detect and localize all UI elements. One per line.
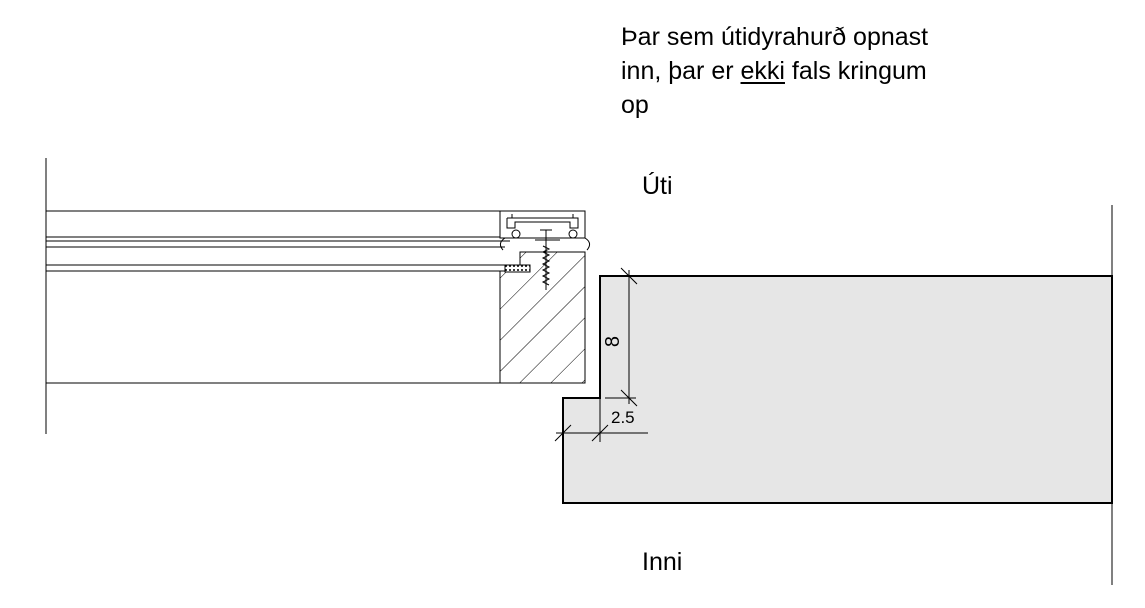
screw [541,230,551,290]
outside-label: Úti [642,172,673,200]
inside-label: Inni [642,548,683,576]
door-note-line3: op [621,91,649,119]
rebate-width-dimension: 2.5 [611,408,635,427]
door-leaf [46,210,510,384]
door-note: Þar sem útidyrahurð opnast inn, þar er e… [621,20,1041,122]
door-note-line2-end: fals kringum [784,57,927,85]
dimension-width [554,398,648,442]
dimension-depth [600,267,638,407]
door-note-line1: Þar sem útidyrahurð opnast [621,23,929,51]
seal-strip [504,264,531,273]
rebate-depth-dimension: 8 [602,335,625,348]
aluminium-profile [499,210,591,251]
timber-frame [499,251,586,384]
wall-section [562,275,1113,504]
door-note-line2: inn, þar er ekki fals kringum [621,54,1041,88]
door-note-line2-start: inn, þar er [621,57,741,85]
door-note-emphasis: ekki [740,57,785,85]
